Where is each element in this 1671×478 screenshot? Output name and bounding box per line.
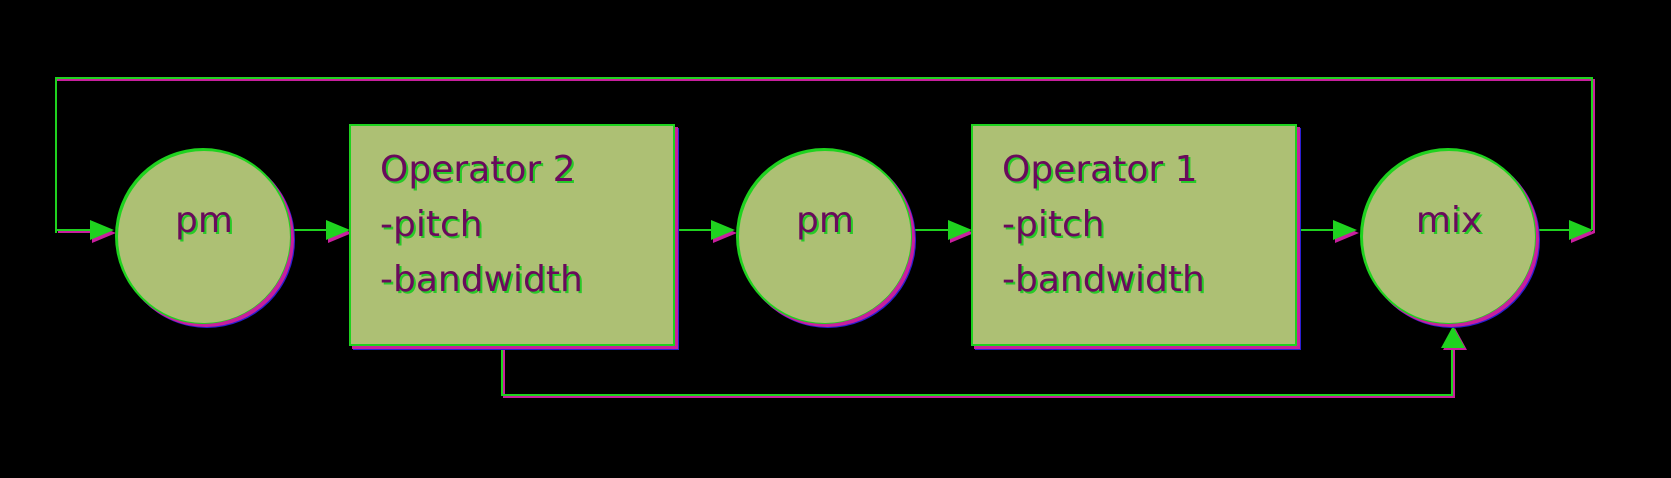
- pm-2-label: pm: [796, 200, 854, 241]
- svg-text:-pitch: -pitch: [1004, 206, 1107, 247]
- svg-text:pm: pm: [177, 202, 235, 243]
- arrowhead-into-pm1: [90, 220, 116, 243]
- operator-1-bandwidth: -bandwidth: [1002, 259, 1205, 300]
- svg-text:mix: mix: [1418, 202, 1484, 243]
- pm-node-2: pm pm: [736, 148, 916, 328]
- arrowheads: [90, 220, 1595, 350]
- connections: [55, 77, 1595, 398]
- svg-text:Operator 1: Operator 1: [1004, 151, 1200, 192]
- operator-2-bandwidth: -bandwidth: [380, 259, 583, 300]
- arrowhead-bypass-into-mix: [1441, 326, 1467, 350]
- svg-text:-bandwidth: -bandwidth: [382, 261, 585, 302]
- svg-text:Operator 2: Operator 2: [382, 151, 578, 192]
- arrowhead-into-operator2: [326, 220, 352, 243]
- bypass-line: [501, 348, 1455, 398]
- arrowhead-into-mix: [1333, 220, 1359, 243]
- pm-1-label: pm: [175, 200, 233, 241]
- pm-node-1: pm pm: [115, 148, 295, 328]
- operator-2-title: Operator 2: [380, 149, 576, 190]
- operator-2-box: Operator 2 Operator 2 -pitch -pitch -ban…: [349, 124, 679, 350]
- feedback-line: [55, 77, 1595, 233]
- arrowhead-into-pm2: [711, 220, 737, 243]
- arrowhead-into-operator1: [948, 220, 974, 243]
- operator-1-title: Operator 1: [1002, 149, 1198, 190]
- operator-1-pitch: -pitch: [1002, 204, 1105, 245]
- operator-1-box: Operator 1 Operator 1 -pitch -pitch -ban…: [971, 124, 1301, 350]
- operator-2-pitch: -pitch: [380, 204, 483, 245]
- mix-label: mix: [1416, 200, 1482, 241]
- svg-text:pm: pm: [798, 202, 856, 243]
- svg-text:-pitch: -pitch: [382, 206, 485, 247]
- arrowhead-mix-output: [1569, 220, 1595, 243]
- mix-node: mix mix: [1360, 148, 1540, 328]
- svg-text:-bandwidth: -bandwidth: [1004, 261, 1207, 302]
